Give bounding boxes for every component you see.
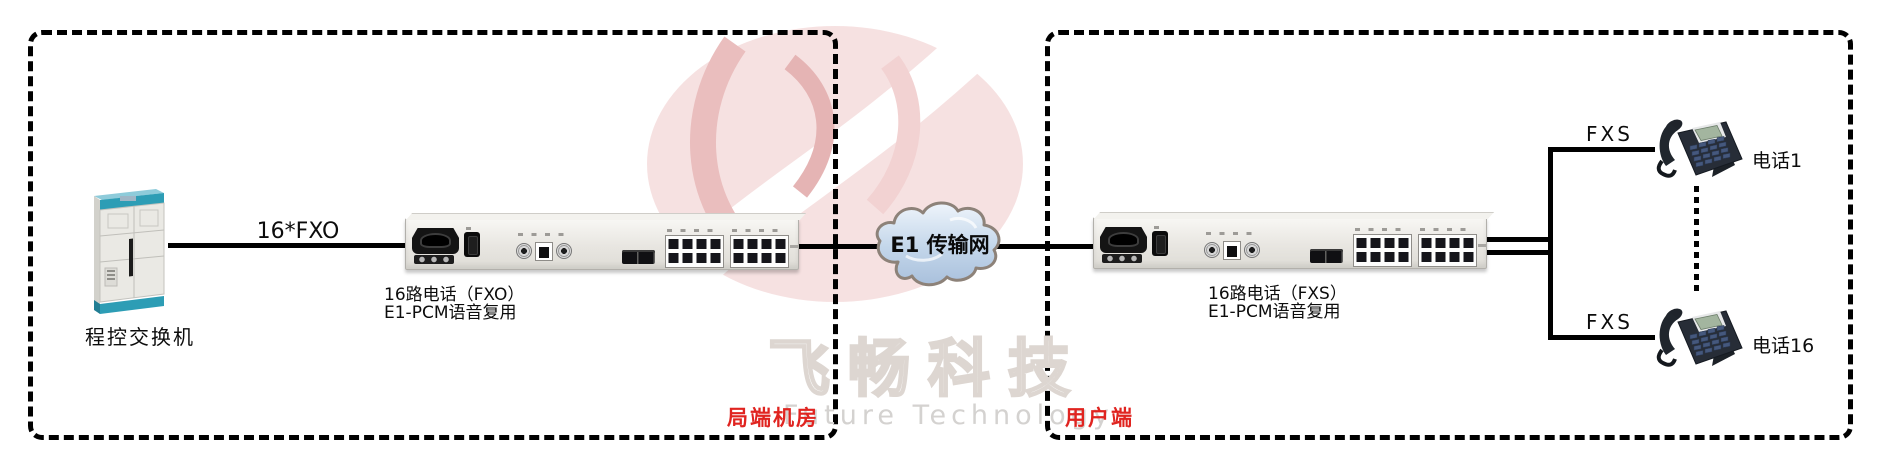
line-fxs-top	[1548, 147, 1655, 152]
mux-fxo-label-line2: E1-PCM语音复用	[384, 303, 517, 323]
watermark-en-text: Future Technology	[783, 400, 1114, 431]
ac-power-inlet	[1100, 227, 1147, 253]
mux-fxs-label-line1: 16路电话（FXS）	[1208, 284, 1347, 304]
mux-device-fxs	[1093, 217, 1487, 269]
line-branch-vertical	[1548, 147, 1553, 340]
power-switch	[1152, 231, 1168, 256]
e1-network-cloud-icon	[875, 201, 1001, 287]
central-office-zone-box	[28, 30, 838, 440]
pbx-cabinet-icon	[94, 189, 165, 314]
power-terminal-block	[414, 255, 454, 264]
e1-port-cluster	[1204, 240, 1262, 260]
e1-rj45-port	[1223, 240, 1241, 260]
e1-coax-port	[516, 243, 532, 259]
port-label-ticks	[667, 229, 720, 232]
panel-side-tag	[1478, 244, 1486, 247]
e1-network-label: E1 传输网	[890, 233, 990, 257]
e1-coax-port	[556, 243, 572, 259]
mux-fxs-label-line2: E1-PCM语音复用	[1208, 302, 1341, 322]
pbx-label: 程控交换机	[85, 325, 195, 349]
ac-power-inlet	[412, 228, 459, 254]
rj45-pair-ports	[622, 250, 655, 264]
fxs-link-label-bottom: FXS	[1586, 310, 1633, 334]
e1-label-ticks	[1206, 232, 1258, 235]
e1-label-ticks	[518, 233, 570, 236]
customer-zone-box	[1045, 30, 1853, 440]
rj45-pair-ports	[1310, 249, 1343, 263]
line-fxs-bottom	[1548, 335, 1655, 340]
phone16-icon	[1656, 308, 1743, 367]
phones-ellipsis-line	[1694, 186, 1699, 296]
e1-coax-port	[1244, 242, 1260, 258]
fxo-link-label: 16*FXO	[256, 219, 340, 244]
e1-port-cluster	[516, 241, 574, 261]
port-label-ticks	[732, 229, 785, 232]
phone-port-group-1	[665, 235, 724, 268]
line-mux-stub-top	[1483, 237, 1553, 242]
mux-fxo-label-line1: 16路电话（FXO）	[384, 285, 525, 305]
line-mux-stub-bottom	[1483, 250, 1553, 255]
watermark-cn-text: 飞畅科技	[767, 331, 1089, 407]
port-label-ticks	[1420, 228, 1473, 231]
phone1-icon	[1656, 119, 1743, 178]
switch-label-ticks	[1154, 226, 1165, 229]
fxs-link-label-top: FXS	[1586, 122, 1633, 146]
phone16-label: 电话16	[1752, 335, 1815, 357]
line-pbx-to-mux	[168, 243, 406, 248]
zone-label-central-office: 局端机房	[727, 406, 819, 430]
power-switch	[464, 232, 480, 257]
port-label-ticks	[1355, 228, 1408, 231]
phone1-label: 电话1	[1752, 150, 1803, 172]
e1-coax-port	[1204, 242, 1220, 258]
zone-label-customer: 用户端	[1065, 406, 1134, 430]
phone-port-group-2	[1418, 234, 1477, 267]
phone-port-group-2	[730, 235, 789, 268]
phone-port-group-1	[1353, 234, 1412, 267]
panel-side-tag	[790, 245, 798, 248]
switch-label-ticks	[466, 227, 477, 230]
power-terminal-block	[1102, 254, 1142, 263]
mux-device-fxo	[405, 218, 799, 270]
e1-rj45-port	[535, 241, 553, 261]
